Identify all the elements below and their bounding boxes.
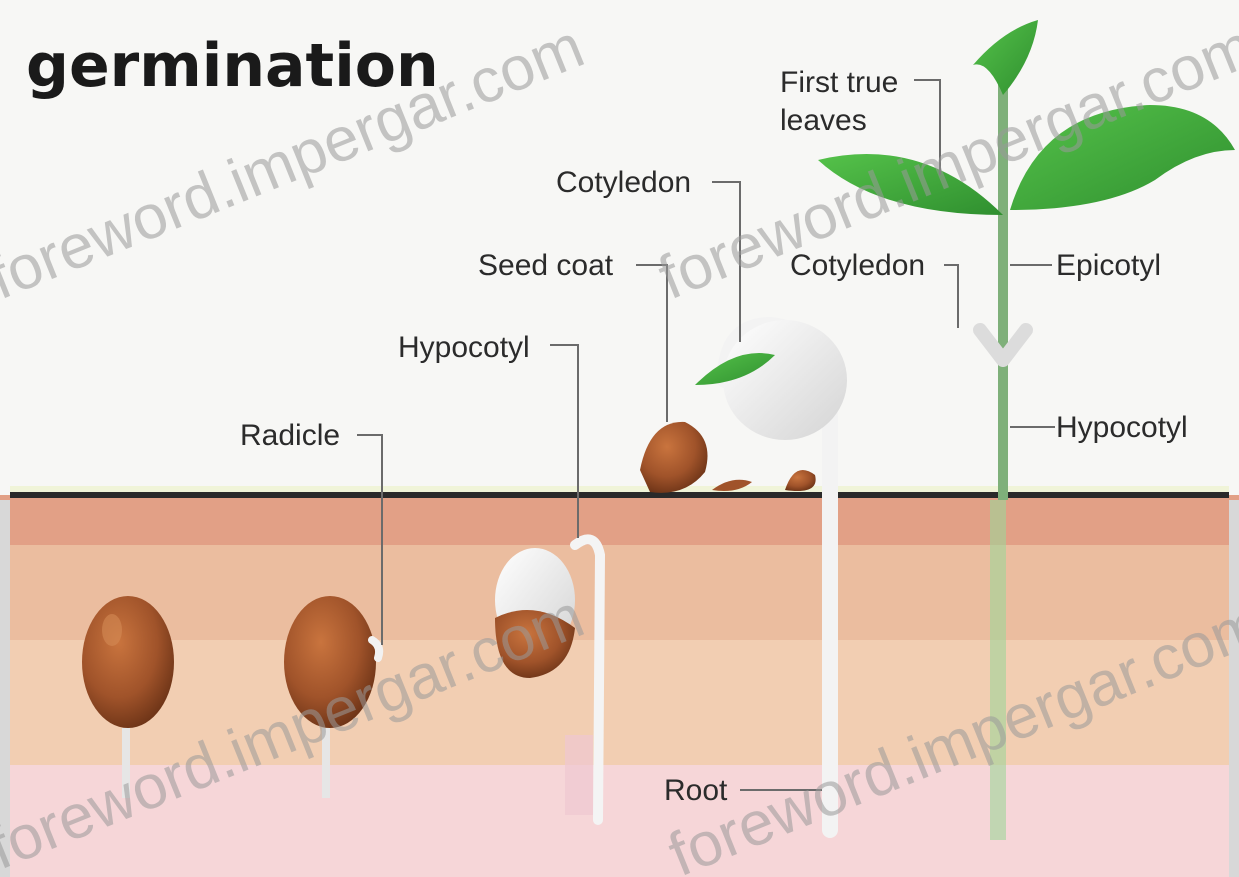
label-cotyledon-top: Cotyledon — [556, 166, 691, 199]
label-epicotyl: Epicotyl — [1056, 249, 1161, 282]
label-radicle: Radicle — [240, 419, 340, 452]
soil-layer-upper — [0, 545, 1239, 640]
label-seed-coat: Seed coat — [478, 249, 614, 282]
ground-surface — [10, 486, 1229, 492]
soil-edge-right — [1229, 500, 1239, 877]
label-first-true-leaves-line2: leaves — [780, 104, 867, 137]
hook-cotyledon — [723, 320, 847, 440]
seed-1-highlight — [102, 614, 122, 646]
soil-layer-top — [0, 495, 1239, 545]
label-hypocotyl-left: Hypocotyl — [398, 331, 530, 364]
label-first-true-leaves-line1: First true — [780, 66, 898, 99]
seedling-root — [990, 500, 1006, 840]
ground-line — [10, 492, 1229, 498]
label-hypocotyl-right: Hypocotyl — [1056, 411, 1188, 444]
seed-3-root-base — [565, 735, 593, 815]
seed-1 — [82, 596, 174, 728]
